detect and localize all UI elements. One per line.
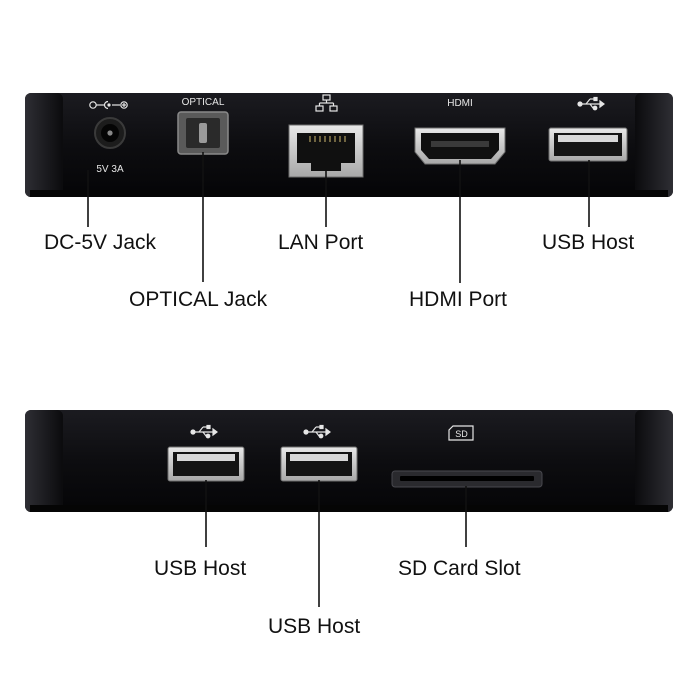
device-edge-right (635, 93, 673, 197)
callout-sd-card-slot: SD Card Slot (398, 557, 521, 580)
dc-jack[interactable]: 5V 3A (89, 100, 128, 176)
usb-port-1[interactable] (167, 424, 245, 482)
device-edge-right (635, 410, 673, 512)
rear-panel: 5V 3A OPTICAL (25, 93, 673, 311)
device-edge-left (25, 93, 63, 197)
callout-usb-host-2: USB Host (268, 615, 360, 638)
hdmi-tongue (431, 141, 489, 147)
hdmi-label: HDMI (447, 98, 473, 109)
usb-icon (303, 424, 331, 439)
side-panel: SD USB Host USB Host SD Card Slot (25, 410, 673, 638)
device-bottom-shadow (30, 190, 668, 197)
callout-hdmi-port: HDMI Port (409, 288, 507, 311)
sd-card-slot[interactable]: SD (391, 425, 543, 488)
dc-jack-pin (107, 130, 113, 136)
sd-slot-opening (400, 476, 534, 481)
callout-usb-host-1: USB Host (154, 557, 246, 580)
usb-tongue (177, 454, 235, 461)
device-edge-left (25, 410, 63, 512)
usb-port[interactable] (548, 96, 628, 162)
optical-label: OPTICAL (182, 97, 225, 108)
callout-usb-host: USB Host (542, 231, 634, 254)
dc-polarity-icon (89, 100, 128, 110)
callout-dc-jack: DC-5V Jack (44, 231, 157, 254)
lan-contacts (309, 136, 346, 142)
network-icon (315, 94, 338, 112)
usb-tongue (290, 454, 348, 461)
usb-tongue (558, 135, 618, 142)
optical-notch (199, 123, 207, 143)
lan-port[interactable] (288, 94, 364, 178)
optical-port[interactable]: OPTICAL (177, 97, 229, 155)
sd-card-icon: SD (448, 425, 474, 441)
usb-port-2[interactable] (280, 424, 358, 482)
callout-lan-port: LAN Port (278, 231, 363, 254)
device-bottom-shadow (30, 505, 668, 512)
lan-opening (297, 133, 355, 171)
dc-jack-rating: 5V 3A (96, 164, 124, 175)
callout-optical-jack: OPTICAL Jack (129, 288, 268, 311)
hdmi-port[interactable]: HDMI (414, 98, 506, 165)
usb-icon (577, 96, 605, 111)
usb-icon (190, 424, 218, 439)
sd-icon-label: SD (455, 429, 468, 439)
